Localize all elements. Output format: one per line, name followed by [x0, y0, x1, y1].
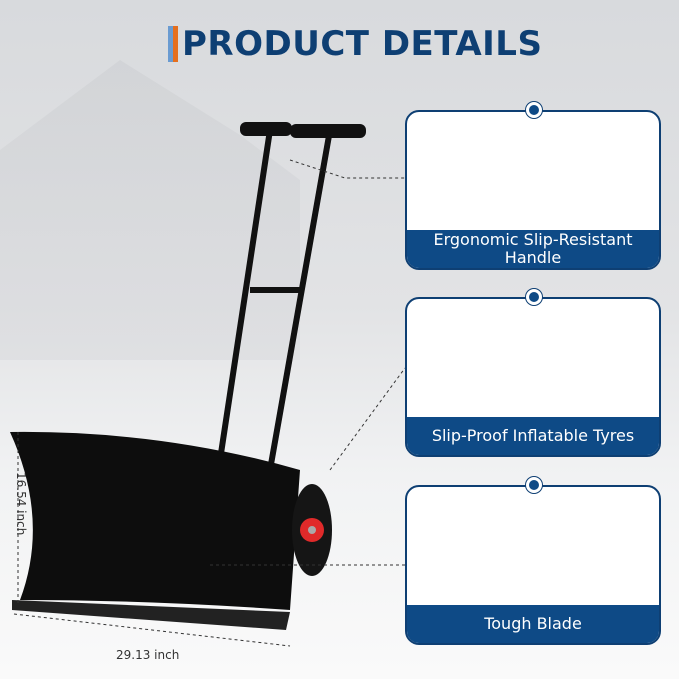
feature-panel-blade: Tough Blade: [405, 485, 661, 645]
width-dimension: 29.13 inch: [116, 648, 180, 662]
panel-marker-dot: [526, 102, 542, 118]
feature-panel-handle: Ergonomic Slip-Resistant Handle: [405, 110, 661, 270]
title-accent-bar: [168, 26, 178, 62]
feature-label: Slip-Proof Inflatable Tyres: [407, 417, 659, 455]
height-dimension: 16.54 inch: [14, 472, 28, 536]
panel-marker-dot: [526, 289, 542, 305]
title-text: PRODUCT DETAILS: [182, 24, 543, 64]
page-title: PRODUCT DETAILS: [168, 24, 542, 64]
feature-label: Ergonomic Slip-Resistant Handle: [407, 230, 659, 268]
panel-marker-dot: [526, 477, 542, 493]
feature-panel-tyres: Slip-Proof Inflatable Tyres: [405, 297, 661, 457]
feature-label: Tough Blade: [407, 605, 659, 643]
